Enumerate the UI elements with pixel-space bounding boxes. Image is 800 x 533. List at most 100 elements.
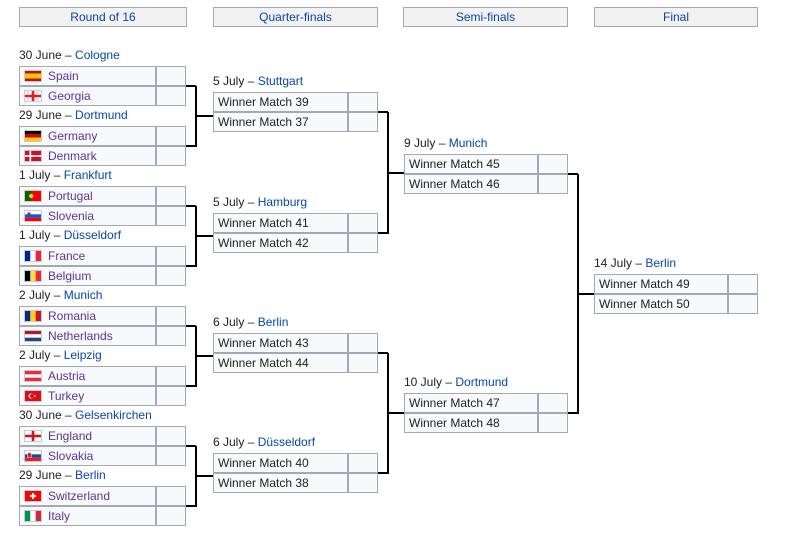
- round-of-16-match-label: 1 July – Frankfurt: [19, 168, 112, 183]
- venue-link[interactable]: Leipzig: [63, 348, 102, 362]
- venue-link[interactable]: Berlin: [645, 256, 677, 270]
- score-cell: [348, 112, 378, 132]
- match-date: 2 July: [19, 288, 51, 302]
- round-of-16-match-label: 1 July – Düsseldorf: [19, 228, 121, 243]
- belgium-flag-icon: [24, 270, 42, 282]
- score-cell: [156, 386, 186, 406]
- venue-link[interactable]: Berlin: [75, 468, 106, 482]
- team-cell[interactable]: England: [19, 426, 156, 446]
- team-name-link[interactable]: Belgium: [48, 269, 92, 283]
- score-cell: [728, 294, 758, 314]
- score-cell: [156, 246, 186, 266]
- team-name-link[interactable]: France: [48, 249, 86, 263]
- team-name-link[interactable]: England: [48, 429, 93, 443]
- header-semi-finals[interactable]: Semi-finals: [403, 7, 568, 27]
- team-name: Winner Match 48: [409, 416, 500, 430]
- bracket-connector: [186, 385, 196, 387]
- team-name-link[interactable]: Georgia: [48, 89, 91, 103]
- team-cell[interactable]: Germany: [19, 126, 156, 146]
- team-name-link[interactable]: Switzerland: [48, 489, 111, 503]
- team-name: Winner Match 43: [218, 336, 309, 350]
- venue-link[interactable]: Düsseldorf: [63, 228, 122, 242]
- round-of-16-match-label: 29 June – Dortmund: [19, 108, 128, 123]
- team-cell[interactable]: Austria: [19, 366, 156, 386]
- team-cell[interactable]: France: [19, 246, 156, 266]
- team-cell[interactable]: Denmark: [19, 146, 156, 166]
- venue-link[interactable]: Dortmund: [75, 108, 128, 122]
- venue-link[interactable]: Düsseldorf: [257, 435, 316, 449]
- team-name-link[interactable]: Portugal: [48, 189, 93, 203]
- venue-link[interactable]: Munich: [448, 136, 488, 150]
- team-cell[interactable]: Slovenia: [19, 206, 156, 226]
- team-name-link[interactable]: Italy: [48, 509, 71, 523]
- bracket-connector: [388, 171, 404, 174]
- venue-link[interactable]: Frankfurt: [63, 168, 112, 182]
- bracket-connector: [196, 475, 213, 477]
- team-cell[interactable]: Belgium: [19, 266, 156, 286]
- date-separator: –: [61, 408, 76, 422]
- team-name: Winner Match 45: [409, 157, 500, 171]
- team-cell: Winner Match 40: [213, 453, 348, 473]
- team-name-link[interactable]: Spain: [48, 69, 79, 83]
- team-cell[interactable]: Portugal: [19, 186, 156, 206]
- match-date: 30 June: [19, 408, 62, 422]
- team-cell[interactable]: Netherlands: [19, 326, 156, 346]
- team-name-link[interactable]: Austria: [48, 369, 86, 383]
- date-separator: –: [50, 168, 64, 182]
- team-name-link[interactable]: Slovakia: [48, 449, 94, 463]
- bracket-connector: [568, 412, 578, 414]
- netherlands-flag-icon: [24, 330, 42, 342]
- team-cell: Winner Match 49: [594, 274, 728, 294]
- england-flag-icon: [24, 430, 42, 442]
- venue-link[interactable]: Stuttgart: [257, 74, 304, 88]
- team-name-link[interactable]: Netherlands: [48, 329, 113, 343]
- venue-link[interactable]: Hamburg: [257, 195, 308, 209]
- venue-link[interactable]: Berlin: [257, 315, 289, 329]
- slovakia-flag-icon: [24, 450, 42, 462]
- venue-link[interactable]: Cologne: [75, 48, 120, 62]
- bracket-connector: [378, 472, 388, 474]
- team-name-link[interactable]: Slovenia: [48, 209, 95, 223]
- team-name: Winner Match 39: [218, 95, 309, 109]
- bracket-connector: [186, 505, 196, 507]
- score-cell: [538, 413, 568, 433]
- header-quarter-finals[interactable]: Quarter-finals: [213, 7, 378, 27]
- score-cell: [156, 186, 186, 206]
- round-of-16-match-label: 30 June – Cologne: [19, 48, 120, 63]
- match-date: 1 July: [19, 228, 51, 242]
- team-name-link[interactable]: Denmark: [48, 149, 97, 163]
- team-name-link[interactable]: Germany: [48, 129, 98, 143]
- header-final[interactable]: Final: [594, 7, 758, 27]
- team-cell[interactable]: Romania: [19, 306, 156, 326]
- venue-link[interactable]: Munich: [63, 288, 103, 302]
- team-cell: Winner Match 50: [594, 294, 728, 314]
- header-round-of-16[interactable]: Round of 16: [19, 7, 187, 27]
- date-separator: –: [50, 228, 64, 242]
- team-cell[interactable]: Italy: [19, 506, 156, 526]
- bracket-connector: [196, 115, 213, 117]
- team-cell[interactable]: Turkey: [19, 386, 156, 406]
- team-cell[interactable]: Switzerland: [19, 486, 156, 506]
- date-separator: –: [61, 108, 76, 122]
- turkey-flag-icon: [24, 390, 42, 402]
- venue-link[interactable]: Dortmund: [455, 375, 509, 389]
- team-name-link[interactable]: Turkey: [48, 389, 85, 403]
- score-cell: [156, 266, 186, 286]
- team-cell: Winner Match 39: [213, 92, 348, 112]
- france-flag-icon: [24, 250, 42, 262]
- score-cell: [156, 86, 186, 106]
- team-cell[interactable]: Georgia: [19, 86, 156, 106]
- team-cell[interactable]: Slovakia: [19, 446, 156, 466]
- match-date: 6 July: [213, 435, 245, 449]
- date-separator: –: [435, 136, 449, 150]
- venue-link[interactable]: Gelsenkirchen: [75, 408, 152, 422]
- bracket-connector: [186, 325, 196, 327]
- score-cell: [156, 306, 186, 326]
- score-cell: [348, 473, 378, 493]
- date-separator: –: [61, 48, 76, 62]
- team-cell: Winner Match 44: [213, 353, 348, 373]
- germany-flag-icon: [24, 130, 42, 142]
- team-cell[interactable]: Spain: [19, 66, 156, 86]
- score-cell: [156, 206, 186, 226]
- team-name-link[interactable]: Romania: [48, 309, 97, 323]
